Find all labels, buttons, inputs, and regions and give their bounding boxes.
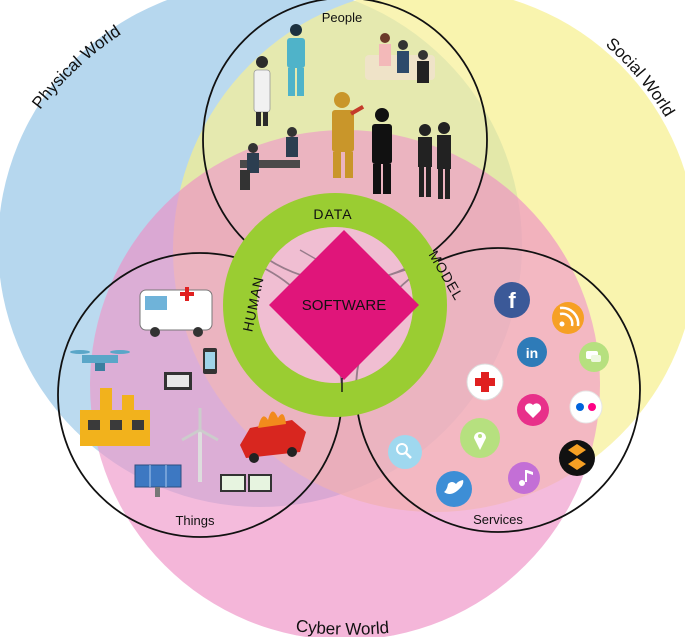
flickr-icon — [569, 390, 603, 424]
people-label: People — [322, 10, 362, 25]
laptop-icon — [164, 372, 192, 390]
heart-icon — [517, 394, 549, 426]
monitor-icon — [220, 474, 272, 492]
meeting-figure — [240, 127, 300, 190]
smartphone-icon — [203, 348, 217, 374]
dropbox-icon — [559, 440, 595, 476]
cyber-world-label: Cyber World — [295, 616, 390, 637]
rss-icon — [552, 302, 584, 334]
twitter-icon — [436, 471, 472, 507]
business-couple-figure — [418, 122, 451, 199]
factory-icon — [80, 388, 150, 446]
search-icon — [388, 435, 422, 469]
wind-turbine-icon — [181, 408, 219, 482]
software-diamond — [269, 230, 419, 380]
doctor-figure — [253, 56, 271, 126]
music-icon — [508, 462, 540, 494]
ambulance-icon — [139, 287, 213, 337]
solar-panel-icon — [134, 464, 182, 497]
firefighter-figure — [332, 92, 365, 178]
svg-text:f: f — [508, 288, 516, 313]
svg-text:in: in — [526, 345, 538, 361]
burning-car-icon — [240, 411, 306, 463]
nurse-figure — [287, 24, 305, 96]
green-ring — [223, 193, 447, 417]
seated-group-figure — [365, 33, 435, 83]
chat-icon — [579, 342, 609, 372]
facebook-icon: f — [494, 282, 530, 318]
services-label: Services — [473, 512, 523, 527]
drone-icon — [70, 350, 130, 371]
police-figure — [372, 108, 392, 194]
ring-label-data: DATA — [313, 206, 352, 222]
linkedin-icon: in — [517, 337, 547, 367]
software-label: SOFTWARE — [302, 297, 386, 314]
things-label: Things — [175, 513, 215, 528]
medical-cross-icon — [466, 363, 504, 401]
location-icon — [460, 418, 500, 458]
